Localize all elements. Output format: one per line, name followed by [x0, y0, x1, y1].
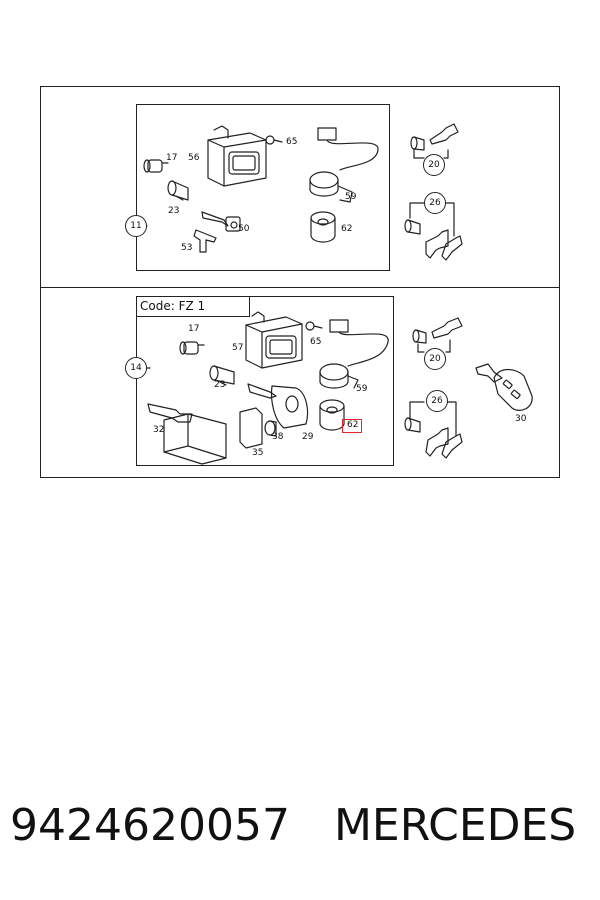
brand-name: MERCEDES — [333, 800, 577, 851]
part-label: 35 — [252, 448, 264, 458]
ignition-switch-icon — [309, 127, 379, 203]
highlighted-part-label: 62 — [347, 420, 359, 430]
callout-circle-26: 26 — [424, 192, 446, 214]
callout-circle-26: 26 — [426, 390, 448, 412]
part-label: 17 — [188, 324, 200, 334]
part-label: 50 — [238, 224, 250, 234]
key-pair-icon — [404, 202, 463, 261]
top-panel — [136, 104, 390, 271]
callout-circle-20: 20 — [424, 348, 446, 370]
button-cap-icon — [264, 420, 277, 437]
group-circle-top: 11 — [125, 215, 147, 237]
diagram-divider — [40, 287, 560, 288]
part-label: 65 — [310, 337, 322, 347]
lock-barrel-icon — [167, 180, 189, 201]
code-label: Code: FZ 1 — [136, 296, 250, 317]
ignition-switch-icon — [319, 319, 389, 389]
part-label: 59 — [345, 192, 357, 202]
diagram-frame — [40, 86, 560, 478]
control-unit-icon — [245, 311, 303, 369]
part-label: 62 — [341, 224, 353, 234]
remote-key-icon — [247, 383, 309, 429]
part-label: 59 — [356, 384, 368, 394]
part-label: 56 — [188, 153, 200, 163]
group-circle-bottom: 14 — [125, 357, 147, 379]
key-set-icon — [410, 123, 459, 159]
part-label: 23 — [214, 380, 226, 390]
battery-cover-icon — [239, 407, 263, 449]
part-label: 17 — [166, 153, 178, 163]
part-label: 29 — [302, 432, 314, 442]
lock-barrel-icon — [209, 365, 235, 386]
key-set-icon — [412, 317, 463, 353]
callout-circle-20: 20 — [423, 154, 445, 176]
screw-icon — [265, 135, 283, 145]
key-blade-icon — [147, 403, 193, 423]
bottom-panel — [136, 296, 394, 466]
screw-icon — [305, 321, 323, 331]
footer-caption: 9424620057 MERCEDES — [10, 800, 576, 851]
part-label: 57 — [232, 343, 244, 353]
emergency-key-icon — [193, 229, 217, 253]
part-number: 9424620057 — [10, 800, 290, 851]
part-label: 30 — [515, 414, 527, 424]
key-pair-icon — [404, 401, 463, 459]
key-housing-icon — [163, 413, 227, 465]
part-label: 32 — [153, 425, 165, 435]
bushing-icon — [319, 399, 345, 431]
lock-cylinder-icon — [143, 159, 169, 173]
control-unit-icon — [207, 125, 267, 187]
remote-fob-icon — [475, 363, 533, 411]
part-label: 23 — [168, 206, 180, 216]
part-label: 38 — [272, 432, 284, 442]
lock-cylinder-icon — [179, 341, 205, 355]
key-icon — [201, 211, 241, 232]
part-label: 53 — [181, 243, 193, 253]
part-label: 65 — [286, 137, 298, 147]
highlight-box — [342, 419, 362, 433]
bushing-icon — [310, 211, 336, 243]
